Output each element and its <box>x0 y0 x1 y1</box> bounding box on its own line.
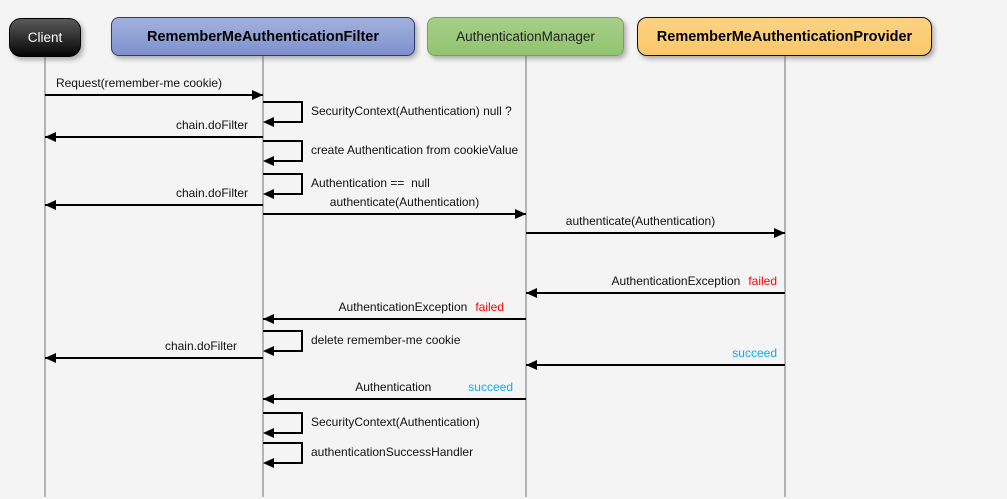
authentication-manager-lifeline <box>525 56 527 497</box>
delete-remember-me-cookie-call-line <box>263 330 303 332</box>
authenticate-manager-to-provider-arrowhead <box>774 228 785 238</box>
chain-dofilter-1-arrowhead <box>45 132 56 142</box>
security-context-null-check-call-line <box>263 101 303 103</box>
request-remember-me-cookie-arrowhead <box>252 90 263 100</box>
message-text: chain.doFilter <box>175 118 248 132</box>
authentication-null-check-call-line <box>263 173 303 175</box>
chain-dofilter-1-line <box>45 136 263 138</box>
message-text: SecurityContext(Authentication) null ? <box>311 103 512 118</box>
authentication-null-check-label: Authentication == null <box>311 175 430 191</box>
authentication-null-check-return-line <box>272 192 303 195</box>
request-remember-me-cookie-line <box>45 94 263 96</box>
chain-dofilter-3-label: chain.doFilter <box>45 337 263 354</box>
create-authentication-from-cookie-arrowhead <box>263 155 274 166</box>
message-status-text: succeed <box>732 346 777 360</box>
create-authentication-from-cookie-call-line <box>263 140 303 142</box>
chain-dofilter-2-line <box>45 204 263 206</box>
authenticate-filter-to-manager-arrowhead <box>515 209 526 219</box>
authenticate-manager-to-provider-line <box>526 232 785 234</box>
participant-remember-me-authentication-provider: RememberMeAuthenticationProvider <box>637 17 932 56</box>
message-text: chain.doFilter <box>175 186 248 200</box>
chain-dofilter-3-line <box>45 357 263 359</box>
participant-label: Client <box>27 30 63 45</box>
message-text: delete remember-me cookie <box>311 332 461 347</box>
security-context-set-authentication-label: SecurityContext(Authentication) <box>311 414 480 430</box>
security-context-null-check-arrowhead <box>263 116 274 127</box>
message-text: chain.doFilter <box>164 339 237 353</box>
security-context-null-check-return-line <box>272 120 303 123</box>
authentication-success-handler-call-side <box>301 442 303 464</box>
request-remember-me-cookie-label: Request(remember-me cookie) <box>45 74 263 91</box>
delete-remember-me-cookie-label: delete remember-me cookie <box>311 332 460 348</box>
authentication-null-check-call-side <box>301 173 303 195</box>
remember-me-authentication-provider-lifeline <box>784 56 786 497</box>
message-status-text: failed <box>475 300 504 314</box>
chain-dofilter-1-label: chain.doFilter <box>45 116 263 133</box>
participant-label: RememberMeAuthenticationProvider <box>656 28 913 45</box>
delete-remember-me-cookie-return-line <box>272 349 303 352</box>
authentication-success-handler-label: authenticationSuccessHandler <box>311 444 473 460</box>
create-authentication-from-cookie-return-line <box>272 159 303 162</box>
participant-client: Client <box>9 18 81 57</box>
message-text: Authentication == null <box>311 175 430 190</box>
message-text: authenticate(Authentication) <box>329 195 480 209</box>
succeed-provider-to-manager-line <box>526 364 785 366</box>
message-text: create Authentication from cookieValue <box>311 142 519 157</box>
authenticate-filter-to-manager-line <box>263 213 526 215</box>
message-text: Request(remember-me cookie) <box>55 76 223 90</box>
authentication-exception-manager-to-filter-line <box>263 318 526 320</box>
authentication-exception-manager-to-filter-label: AuthenticationException failed <box>263 298 526 315</box>
authentication-exception-manager-to-filter-arrowhead <box>263 314 274 324</box>
message-text: AuthenticationException <box>338 300 468 314</box>
authentication-succeed-manager-to-filter-line <box>263 398 526 400</box>
security-context-set-authentication-arrowhead <box>263 427 274 438</box>
authentication-succeed-manager-to-filter-arrowhead <box>263 394 274 404</box>
security-context-set-authentication-call-side <box>301 412 303 434</box>
message-text: authenticationSuccessHandler <box>311 444 474 459</box>
create-authentication-from-cookie-label: create Authentication from cookieValue <box>311 142 518 158</box>
message-status-text: failed <box>748 274 777 288</box>
authentication-succeed-manager-to-filter-label: Authentication succeed <box>263 378 526 395</box>
message-text: AuthenticationException <box>611 274 741 288</box>
authenticate-filter-to-manager-label: authenticate(Authentication) <box>263 193 526 210</box>
delete-remember-me-cookie-arrowhead <box>263 345 274 356</box>
authenticate-manager-to-provider-label: authenticate(Authentication) <box>526 212 785 229</box>
security-context-set-authentication-call-line <box>263 412 303 414</box>
client-lifeline <box>44 56 46 497</box>
message-status-text: succeed <box>468 380 513 394</box>
succeed-provider-to-manager-arrowhead <box>526 360 537 370</box>
succeed-provider-to-manager-label: succeed <box>526 344 785 361</box>
authentication-success-handler-call-line <box>263 442 303 444</box>
participant-remember-me-authentication-filter: RememberMeAuthenticationFilter <box>111 17 415 56</box>
chain-dofilter-2-label: chain.doFilter <box>45 184 263 201</box>
message-text: SecurityContext(Authentication) <box>311 414 480 429</box>
chain-dofilter-2-arrowhead <box>45 200 56 210</box>
remember-me-authentication-filter-lifeline <box>262 56 264 497</box>
security-context-null-check-label: SecurityContext(Authentication) null ? <box>311 103 512 119</box>
authentication-success-handler-arrowhead <box>263 457 274 468</box>
authentication-exception-provider-to-manager-arrowhead <box>526 288 537 298</box>
chain-dofilter-3-arrowhead <box>45 353 56 363</box>
message-text: authenticate(Authentication) <box>565 214 716 228</box>
delete-remember-me-cookie-call-side <box>301 330 303 352</box>
participant-label: RememberMeAuthenticationFilter <box>146 28 380 45</box>
security-context-null-check-call-side <box>301 101 303 123</box>
message-text: Authentication <box>355 380 432 394</box>
create-authentication-from-cookie-call-side <box>301 140 303 162</box>
authentication-success-handler-return-line <box>272 461 303 464</box>
authentication-exception-provider-to-manager-label: AuthenticationException failed <box>526 272 785 289</box>
participant-label: AuthenticationManager <box>456 29 595 44</box>
participant-authentication-manager: AuthenticationManager <box>427 17 624 56</box>
authentication-exception-provider-to-manager-line <box>526 292 785 294</box>
authentication-null-check-arrowhead <box>263 188 274 199</box>
security-context-set-authentication-return-line <box>272 431 303 434</box>
